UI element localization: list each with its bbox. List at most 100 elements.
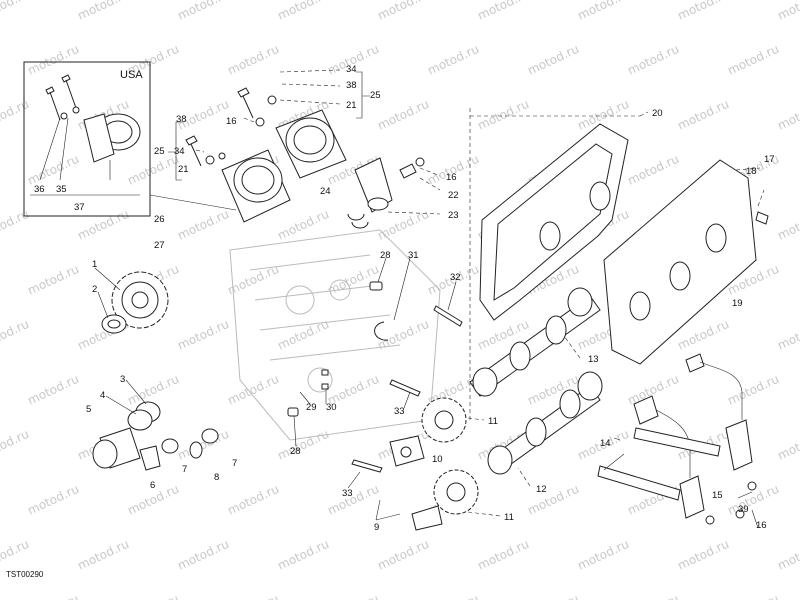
- callout-label: 29: [306, 402, 317, 413]
- watermark-text: motod.ru: [0, 97, 31, 133]
- watermark-text: motod.ru: [775, 537, 800, 573]
- camshafts: [469, 287, 603, 475]
- watermark-text: motod.ru: [775, 207, 800, 243]
- watermark-text: motod.ru: [75, 0, 131, 23]
- callout-label: 27: [154, 240, 165, 251]
- watermark-text: motod.ru: [275, 317, 331, 353]
- callout-label: 35: [56, 184, 67, 195]
- watermark-text: motod.ru: [725, 42, 781, 78]
- cam-gears: [389, 397, 479, 531]
- callout-label: 14: [600, 438, 611, 449]
- watermark-text: motod.ru: [475, 97, 531, 133]
- watermark-text: motod.ru: [0, 537, 31, 573]
- watermark-text: motod.ru: [225, 372, 281, 408]
- watermark-text: motod.ru: [725, 592, 781, 600]
- callout-label: 28: [380, 250, 391, 261]
- watermark-text: motod.ru: [475, 537, 531, 573]
- callout-label: 38: [346, 80, 357, 91]
- watermark-text: motod.ru: [775, 317, 800, 353]
- document-id: TST00290: [6, 570, 44, 579]
- callout-label: 31: [408, 250, 419, 261]
- watermark-text: motod.ru: [525, 42, 581, 78]
- watermark-text: motod.ru: [175, 537, 231, 573]
- watermark-text: motod.ru: [675, 537, 731, 573]
- callout-label: 33: [394, 406, 405, 417]
- callout-label: 34: [174, 146, 185, 157]
- watermark-text: motod.ru: [425, 592, 481, 600]
- pins-and-bolts: [287, 281, 463, 473]
- breather-elbow: [347, 157, 425, 229]
- inset-region-label: USA: [120, 69, 143, 81]
- callout-label: 25: [154, 146, 165, 157]
- ignition-coils: [597, 353, 757, 525]
- watermark-text: motod.ru: [25, 262, 81, 298]
- callout-label: 28: [290, 446, 301, 457]
- watermark-text: motod.ru: [25, 42, 81, 78]
- valve-cover: [603, 159, 769, 365]
- watermark-text: motod.ru: [325, 592, 381, 600]
- callout-label: 16: [756, 520, 767, 531]
- watermark-text: motod.ru: [625, 592, 681, 600]
- inset-connector-line: [149, 194, 237, 211]
- watermark-text: motod.ru: [575, 537, 631, 573]
- callout-label: 1: [92, 259, 97, 270]
- watermark-text: motod.ru: [175, 0, 231, 23]
- valve-cover-gasket: [479, 123, 629, 321]
- callout-label: 5: [86, 404, 91, 415]
- leader-lines: [94, 69, 765, 529]
- callout-label: 19: [732, 298, 743, 309]
- watermark-text: motod.ru: [125, 592, 181, 600]
- watermark-text: motod.ru: [0, 317, 31, 353]
- usa-inset: USA: [23, 61, 151, 217]
- callout-labels: 1 2 3 4 5 6 7 7 8 9 10 11 11 12 13 14 15…: [34, 64, 775, 533]
- watermark-text: motod.ru: [0, 207, 31, 243]
- watermark-text: motod.ru: [275, 0, 331, 23]
- callout-label: 33: [342, 488, 353, 499]
- watermark-text: motod.ru: [675, 0, 731, 23]
- callout-label: 23: [448, 210, 459, 221]
- watermark-text: motod.ru: [475, 0, 531, 23]
- watermark-text: motod.ru: [25, 372, 81, 408]
- watermark-text: motod.ru: [325, 482, 381, 518]
- watermark-text: motod.ru: [625, 42, 681, 78]
- callout-label: 38: [176, 114, 187, 125]
- watermark-text: motod.ru: [775, 97, 800, 133]
- callout-label: 3: [120, 374, 125, 385]
- watermark-text: motod.ru: [775, 427, 800, 463]
- callout-label: 21: [178, 164, 189, 175]
- watermark-text: motod.ru: [0, 0, 31, 23]
- inset-group-label: 37: [74, 202, 85, 213]
- callout-label: 26: [154, 214, 165, 225]
- watermark-text: motod.ru: [25, 152, 81, 188]
- watermark-text: motod.ru: [375, 207, 431, 243]
- watermark-text: motod.ru: [175, 317, 231, 353]
- callout-label: 24: [320, 186, 331, 197]
- callout-label: 11: [488, 416, 498, 427]
- watermark-text: motod.ru: [375, 0, 431, 23]
- callout-label: 25: [370, 90, 381, 101]
- callout-label: 15: [712, 490, 723, 501]
- callout-label: 8: [214, 472, 219, 483]
- callout-label: 20: [652, 108, 663, 119]
- callout-label: 2: [92, 284, 97, 295]
- callout-label: 32: [450, 272, 461, 283]
- crank-gear-assembly: [101, 271, 169, 334]
- watermark-text: motod.ru: [525, 482, 581, 518]
- watermark-text: motod.ru: [25, 482, 81, 518]
- callout-label: 6: [150, 480, 155, 491]
- callout-label: 18: [746, 166, 757, 177]
- watermark-text: motod.ru: [675, 97, 731, 133]
- watermark-text: motod.ru: [625, 152, 681, 188]
- watermark-text: motod.ru: [375, 537, 431, 573]
- watermark-text: motod.ru: [225, 482, 281, 518]
- watermark-text: motod.ru: [225, 592, 281, 600]
- callout-label: 39: [738, 504, 749, 515]
- callout-label: 9: [374, 522, 379, 533]
- watermark-text: motod.ru: [525, 592, 581, 600]
- callout-label: 10: [432, 454, 443, 465]
- watermark-text: motod.ru: [275, 537, 331, 573]
- watermark-text: motod.ru: [775, 0, 800, 23]
- callout-label: 16: [226, 116, 237, 127]
- callout-label: 12: [536, 484, 547, 495]
